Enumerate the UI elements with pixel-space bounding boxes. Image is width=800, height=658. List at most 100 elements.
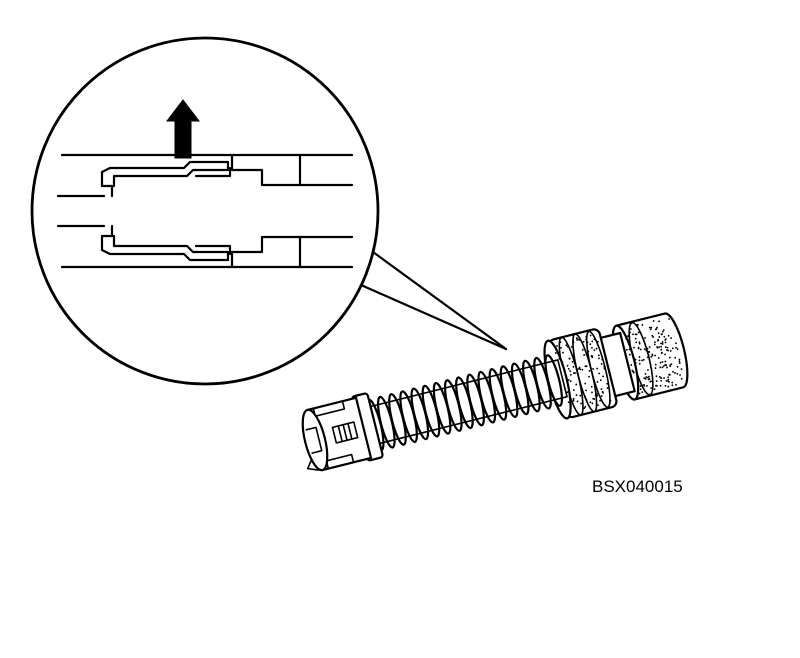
stipple-dot (661, 343, 664, 345)
stipple-dot (585, 338, 587, 341)
stipple-dot (650, 387, 653, 389)
stipple-dot (589, 334, 592, 337)
stipple-dot (558, 357, 561, 360)
stipple-dot (664, 346, 667, 349)
stipple-dot (661, 361, 664, 363)
stipple-dot (573, 372, 575, 374)
stipple-dot (661, 341, 664, 343)
stipple-dot (680, 368, 683, 371)
stipple-dot (568, 388, 570, 390)
stipple-dot (630, 364, 633, 366)
stipple-dot (657, 357, 660, 359)
stipple-dot (661, 333, 663, 336)
stipple-dot (632, 333, 634, 336)
stipple-dot (668, 318, 670, 320)
stipple-dot (597, 340, 599, 343)
stipple-dot (664, 360, 667, 363)
stipple-dot (647, 353, 650, 356)
stipple-dot (596, 343, 599, 346)
stipple-dot (639, 385, 642, 387)
stipple-dot (669, 364, 672, 367)
fitting-sleeve (100, 160, 230, 198)
stipple-dot (602, 392, 604, 394)
stipple-dot (568, 396, 571, 399)
stipple-dot (664, 339, 667, 341)
fitting-window-rib (347, 422, 353, 440)
stipple-dot (628, 353, 631, 356)
stipple-dot (568, 357, 571, 360)
connector-fitting (301, 392, 384, 472)
stipple-dot (589, 363, 592, 366)
stipple-dot (667, 376, 669, 379)
stipple-dot (576, 400, 579, 403)
stipple-dot (562, 351, 564, 354)
retainer-clip (194, 244, 232, 256)
housing-block (230, 153, 302, 187)
stipple-dot (572, 397, 575, 400)
callout-line-upper (371, 250, 508, 351)
stipple-dot (638, 356, 641, 358)
stipple-dot (654, 328, 657, 331)
stipple-dot (654, 341, 656, 344)
stipple-dot (572, 341, 575, 344)
stipple-dot (659, 361, 662, 364)
stipple-dot (634, 337, 637, 340)
stipple-dot (670, 363, 673, 366)
stipple-dot (638, 392, 641, 395)
stipple-dot (668, 374, 671, 376)
stipple-dot (608, 402, 611, 405)
stipple-dot (585, 365, 588, 368)
stipple-dot (589, 401, 592, 404)
stipple-dot (597, 404, 599, 407)
stipple-dot (578, 366, 581, 369)
stipple-dot (578, 337, 581, 340)
stipple-dot (665, 349, 668, 351)
stipple-dot (586, 341, 589, 344)
stipple-dot (666, 346, 669, 349)
stipple-dot (606, 382, 609, 385)
stipple-dot (633, 346, 635, 349)
collar-ridge (585, 330, 611, 409)
stipple-dot (602, 375, 604, 378)
stipple-dot (638, 362, 641, 365)
fitting-end-lip (306, 458, 320, 471)
stipple-dot (671, 384, 674, 387)
stipple-dot (667, 378, 670, 381)
stipple-dot (674, 372, 676, 374)
stipple-dot (644, 377, 647, 380)
stipple-dot (658, 375, 661, 378)
section-upper-half (56, 153, 354, 198)
stipple-dot (661, 366, 664, 369)
stipple-dot (663, 377, 665, 380)
stipple-dot (603, 365, 606, 368)
stipple-dot (649, 328, 652, 331)
stipple-dot (644, 337, 646, 339)
stipple-dot (645, 376, 648, 379)
stipple-dot (600, 395, 603, 397)
stipple-dot (581, 368, 584, 371)
stipple-dot (584, 395, 586, 398)
stipple-dot (644, 372, 647, 375)
stipple-dot (642, 358, 645, 361)
stipple-dot (661, 330, 664, 333)
stipple-dot (609, 399, 612, 402)
stipple-dot (579, 368, 582, 371)
stipple-dot (662, 365, 665, 367)
stipple-dot (658, 346, 661, 348)
connector-part (301, 312, 689, 472)
stipple-dot (666, 366, 668, 369)
fitting-end-face (301, 408, 329, 472)
stipple-dot (557, 351, 560, 354)
stipple-dot (556, 344, 558, 347)
stipple-dot (671, 381, 674, 384)
stipple-dot (584, 405, 587, 408)
stipple-dot (569, 373, 572, 376)
stipple-dot (646, 384, 648, 387)
fitting-end-notch (305, 426, 323, 454)
stipple-dot (559, 341, 562, 344)
fitting-sleeve (100, 224, 230, 262)
stipple-dot (648, 346, 651, 348)
stipple-dot (663, 335, 666, 338)
stipple-dot (579, 394, 582, 397)
stipple-dot (599, 399, 601, 402)
